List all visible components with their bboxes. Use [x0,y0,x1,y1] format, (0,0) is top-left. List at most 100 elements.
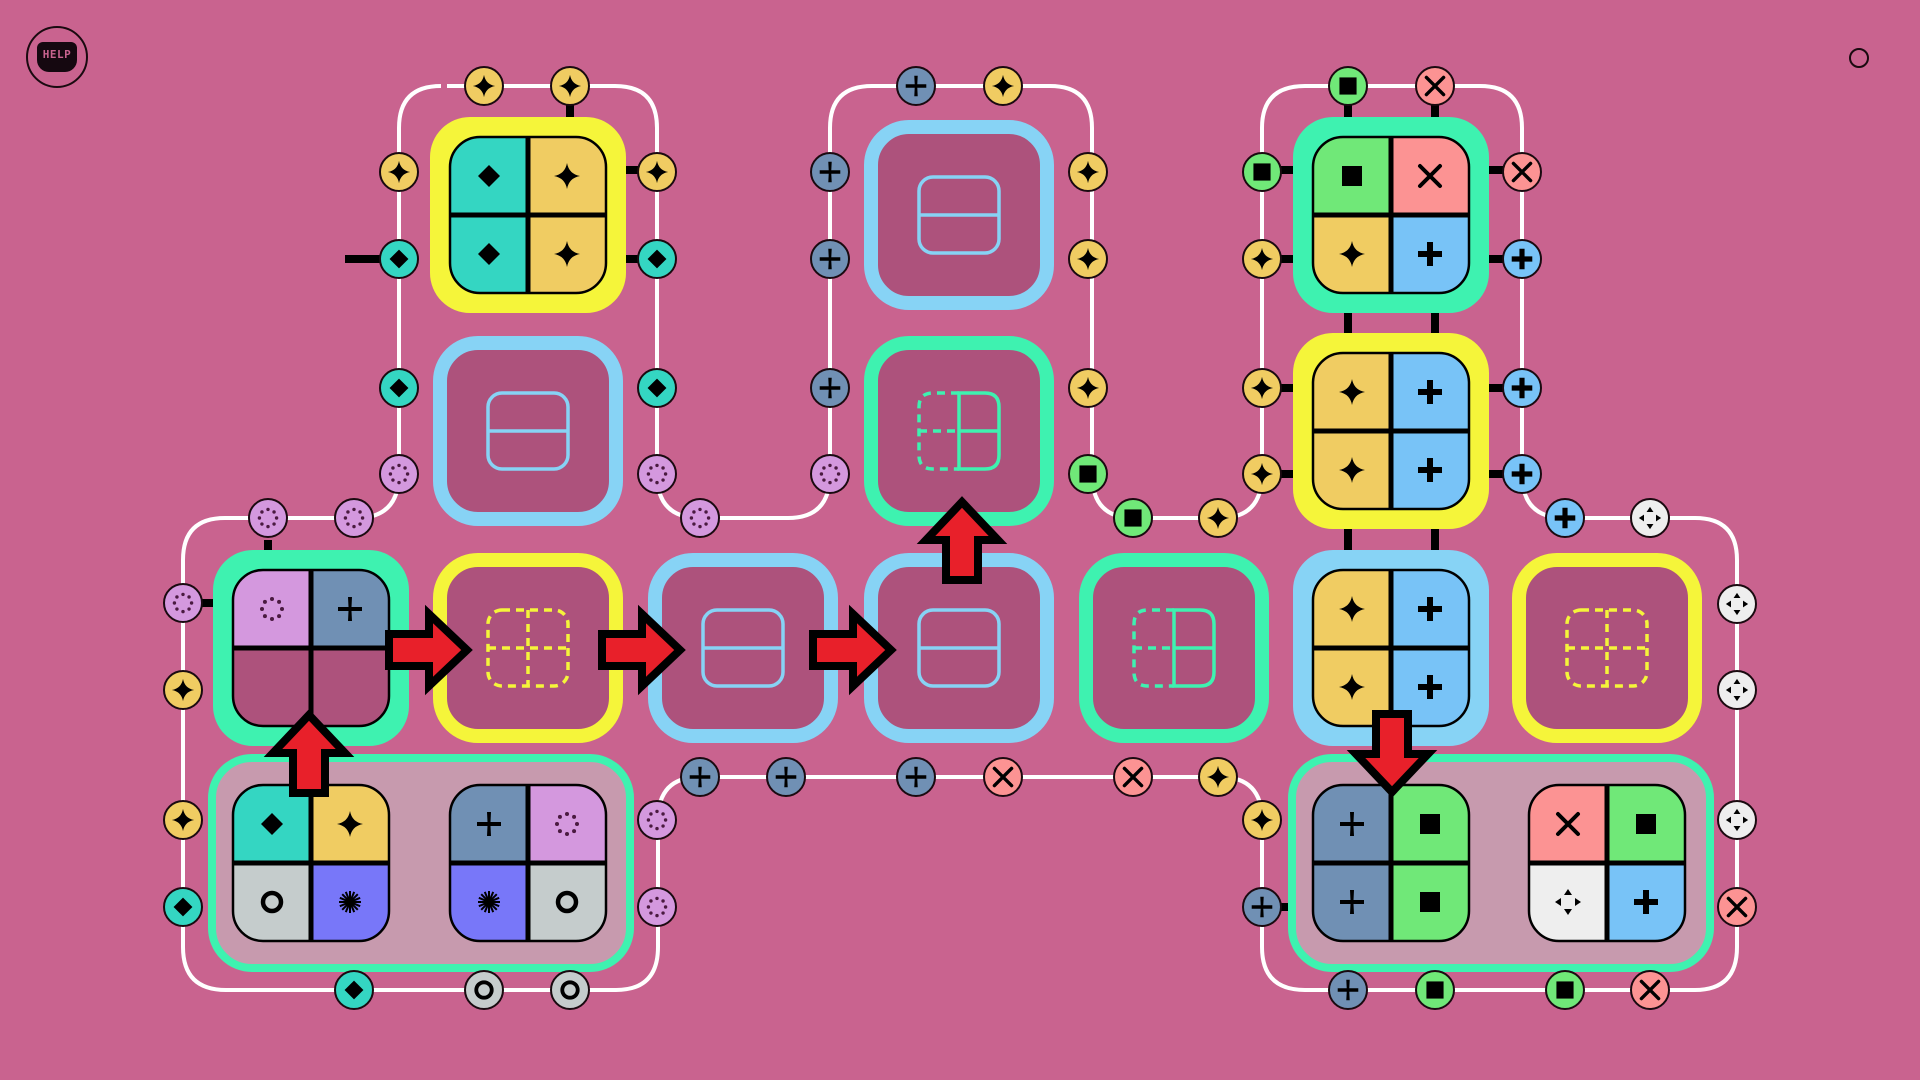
dotted-ring-icon [277,614,282,619]
track-token [637,454,677,494]
track-token [637,800,677,840]
x-mark-icon [1511,161,1533,183]
four-triangles-icon [1733,678,1741,684]
plus-icon [1511,377,1533,399]
four-triangles-icon [1743,686,1749,694]
track-token [1113,498,1153,538]
four-point-star-icon [387,160,411,184]
arrow-right-icon [385,604,473,696]
track-line [447,84,1094,520]
dotted-ring-icon [189,601,194,605]
four-triangles-icon [1743,816,1749,824]
dotted-ring-icon [834,466,838,470]
slot-split-h-2[interactable] [864,120,1054,310]
token-circle [163,583,203,623]
dotted-ring-icon [358,522,362,526]
track-token [1717,670,1757,710]
track-token [379,454,419,494]
four-point-star-icon [1339,241,1365,267]
dotted-ring-icon [655,826,659,831]
track-token [248,498,288,538]
dotted-ring-icon [260,607,264,611]
slot-split-h-4[interactable] [864,553,1054,743]
four-triangles-icon [1733,610,1741,616]
tray-right-a[interactable] [1311,783,1471,943]
track-token [1717,800,1757,840]
four-point-star-icon [1076,376,1100,400]
half-dashed-icon [1172,608,1216,688]
four-triangles-icon [1733,826,1741,832]
tray-left-b[interactable] [448,783,608,943]
maltese-cross-icon [819,248,841,270]
maltese-cross-icon [1337,979,1359,1001]
plus-icon [1418,242,1442,266]
track-token [637,239,677,279]
help-button[interactable]: HELP [26,26,88,88]
slot-split-h-1[interactable] [433,336,623,526]
maltese-cross-icon [1251,896,1273,918]
four-point-star-icon [554,241,580,267]
arrow-up-icon [916,496,1008,584]
track-token [464,66,504,106]
diamond-icon [478,243,500,265]
four-triangles-icon [1638,514,1644,522]
dotted-ring-icon [557,829,562,834]
track-token [1068,368,1108,408]
track-token [1328,66,1368,106]
track-token [464,970,504,1010]
starburst-icon [478,896,500,908]
diamond-icon [647,249,667,269]
tray-left-a[interactable] [231,783,391,943]
piece-top-left[interactable] [430,117,626,313]
four-triangles-icon [1733,808,1741,814]
slot-half-dashed-2[interactable] [1079,553,1269,743]
x-mark-icon [1726,896,1748,918]
piece-top-right-2[interactable] [1293,333,1489,529]
track-token [680,498,720,538]
four-triangles-icon [1725,816,1731,824]
dotted-ring-icon [388,472,393,476]
track-token [1198,498,1238,538]
dotted-ring-icon [391,466,395,470]
tray-right-b[interactable] [1527,783,1687,943]
square-icon [1420,814,1440,834]
four-point-star-icon [645,160,669,184]
four-triangles-icon [1575,898,1581,906]
track-token [1502,368,1542,408]
dotted-ring-icon [655,896,659,901]
four-point-star-icon [1076,160,1100,184]
slot-half-dashed-1[interactable] [864,336,1054,526]
track-token [1113,757,1153,797]
ring-icon [474,980,494,1000]
dotted-ring-icon [262,599,267,604]
track-token [1630,970,1670,1010]
track-token [637,887,677,927]
four-point-star-icon [1206,765,1230,789]
dotted-ring-icon [661,899,665,903]
four-point-star-icon [991,74,1015,98]
piece-cell [233,648,311,726]
maltese-cross-icon [905,75,927,97]
four-triangles-icon [1555,898,1561,906]
menu-circle-button[interactable] [1849,48,1869,68]
track-token [379,368,419,408]
x-mark-icon [992,766,1014,788]
dotted-ring-icon [260,510,264,514]
track-token [379,239,419,279]
dotted-ring-icon [649,899,653,903]
x-mark-icon [1639,979,1661,1001]
piece-mid-right[interactable] [1293,550,1489,746]
dotted-ring-icon [270,617,274,621]
piece-outline [1311,351,1471,511]
piece-top-right-1[interactable] [1293,117,1489,313]
dotted-ring-icon [655,463,659,468]
track-token [1198,757,1238,797]
four-point-star-icon [1339,596,1365,622]
hint-arrow-down [1346,710,1438,798]
dotted-ring-icon [819,472,824,476]
dashed-half [1132,608,1174,688]
ring-icon [560,980,580,1000]
slot-all-dashed-2[interactable] [1512,553,1702,743]
token-circle [637,887,677,927]
piece-cell [528,785,606,863]
